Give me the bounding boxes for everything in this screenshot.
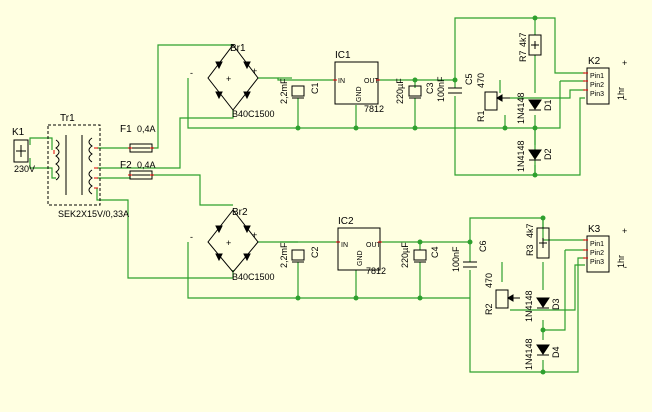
potentiometer-r1: 470 R1 <box>476 73 510 122</box>
r2-value: 470 <box>484 273 494 288</box>
k1-value: 230V <box>14 164 35 174</box>
k3-pin3: Pin3 <box>590 259 604 266</box>
ic2-pin-gnd: GND <box>357 250 364 266</box>
connector-k1: K1 230V <box>12 127 35 174</box>
tr1-value: SEK2X15V/0,33A <box>58 209 129 219</box>
transformer-tr1: Tr1 SEK2X15V/0,33A <box>47 113 129 219</box>
d2-ref: D2 <box>543 148 553 160</box>
c5-ref: C5 <box>464 73 474 85</box>
svg-text:+: + <box>226 238 231 248</box>
r1-value: 470 <box>476 73 486 88</box>
ic1-value: 7812 <box>364 104 384 114</box>
ic1-pin-gnd: GND <box>356 86 363 102</box>
svg-text:-: - <box>190 68 193 78</box>
k3-pin2: Pin2 <box>590 250 604 257</box>
r1-ref: R1 <box>476 110 486 122</box>
k2-plus: + <box>622 58 627 68</box>
regulator-ic1: IN OUT GND IC1 7812 <box>334 50 384 114</box>
f1-ref: F1 <box>120 124 132 135</box>
resistor-r7: 4k7 R7 <box>518 32 542 62</box>
svg-text:+: + <box>252 66 257 76</box>
svg-text:-: - <box>190 232 193 242</box>
r7-value: 4k7 <box>518 32 528 47</box>
pin-markers <box>53 72 588 259</box>
k2-ref: K2 <box>588 56 601 67</box>
k3-minus: - <box>624 262 627 272</box>
k2-side-label: 1hr <box>616 87 626 100</box>
ic1-ref: IC1 <box>335 50 351 61</box>
diode-d3: 1N4148 D3 <box>524 290 561 322</box>
c1-ref: C1 <box>310 82 320 94</box>
c6-ref: C6 <box>478 240 488 252</box>
d3-value: 1N4148 <box>524 290 534 322</box>
br1-value: B40C1500 <box>232 109 275 119</box>
c6-value: 100nF <box>451 246 461 272</box>
connector-k2: Pin1 Pin2 Pin3 K2 1hr + - <box>586 56 627 105</box>
f2-ref: F2 <box>120 160 132 171</box>
regulator-ic2: IN OUT GND IC2 7812 <box>337 216 386 276</box>
c4-ref: C4 <box>430 246 440 258</box>
capacitor-c4: 220µF C4 <box>400 242 440 268</box>
diode-d2: 1N4148 D2 <box>516 140 553 172</box>
d3-ref: D3 <box>551 298 561 310</box>
svg-text:+: + <box>226 74 231 84</box>
k3-plus: + <box>622 226 627 236</box>
k2-pin1: Pin1 <box>590 73 604 80</box>
br2-ref: Br2 <box>232 207 248 218</box>
potentiometer-r2: 470 R2 <box>484 273 520 315</box>
bridge-br2: - + + Br2 B40C1500 <box>190 207 275 282</box>
ic2-pin-out: OUT <box>366 242 382 249</box>
k1-ref: K1 <box>12 127 25 138</box>
ic2-ref: IC2 <box>338 216 354 227</box>
c2-value: 2,2mF <box>279 242 289 268</box>
capacitor-c1: 2,2mF C1 <box>279 78 320 104</box>
d4-value: 1N4148 <box>524 338 534 370</box>
c3-ref: C3 <box>425 82 435 94</box>
r3-ref: R3 <box>525 244 535 256</box>
capacitor-c2: 2,2mF C2 <box>279 242 320 268</box>
fuse-f2: F2 0,4A <box>120 160 156 180</box>
ic1-pin-in: IN <box>338 78 345 85</box>
bridge-br1: - + + Br1 B40C1500 <box>190 43 275 119</box>
svg-text:+: + <box>252 230 257 240</box>
capacitor-c6: 100nF C6 <box>451 240 488 272</box>
r7-ref: R7 <box>518 50 528 62</box>
br2-value: B40C1500 <box>232 272 275 282</box>
tr1-ref: Tr1 <box>60 113 75 124</box>
diode-d1: 1N4148 D1 <box>516 92 553 124</box>
d1-value: 1N4148 <box>516 92 526 124</box>
k2-pin2: Pin2 <box>590 82 604 89</box>
d2-value: 1N4148 <box>516 140 526 172</box>
r2-ref: R2 <box>484 303 494 315</box>
r3-value: 4k7 <box>525 223 535 238</box>
f1-value: 0,4A <box>137 124 156 134</box>
d1-ref: D1 <box>543 99 553 111</box>
diode-d4: 1N4148 D4 <box>524 338 561 370</box>
ic1-pin-out: OUT <box>364 78 380 85</box>
junctions <box>295 15 546 375</box>
c5-value: 100nF <box>436 76 446 102</box>
connector-k3: Pin1 Pin2 Pin3 K3 1hr + - <box>586 224 627 273</box>
f2-value: 0,4A <box>137 160 156 170</box>
k3-ref: K3 <box>588 224 601 235</box>
capacitor-c5: 100nF C5 <box>436 73 474 102</box>
br1-ref: Br1 <box>230 43 246 54</box>
k3-pin1: Pin1 <box>590 241 604 248</box>
c2-ref: C2 <box>310 246 320 258</box>
d4-ref: D4 <box>551 346 561 358</box>
c1-value: 2,2mF <box>279 78 289 104</box>
capacitor-c3: 220µF C3 <box>395 78 435 104</box>
resistor-r3: 4k7 R3 <box>525 223 550 259</box>
k2-minus: - <box>624 94 627 104</box>
ic2-value: 7812 <box>366 266 386 276</box>
c3-value: 220µF <box>395 78 405 104</box>
k2-pin3: Pin3 <box>590 91 604 98</box>
k3-side-label: 1hr <box>616 255 626 268</box>
ic2-pin-in: IN <box>341 242 348 249</box>
wires <box>29 17 585 373</box>
c4-value: 220µF <box>400 242 410 268</box>
